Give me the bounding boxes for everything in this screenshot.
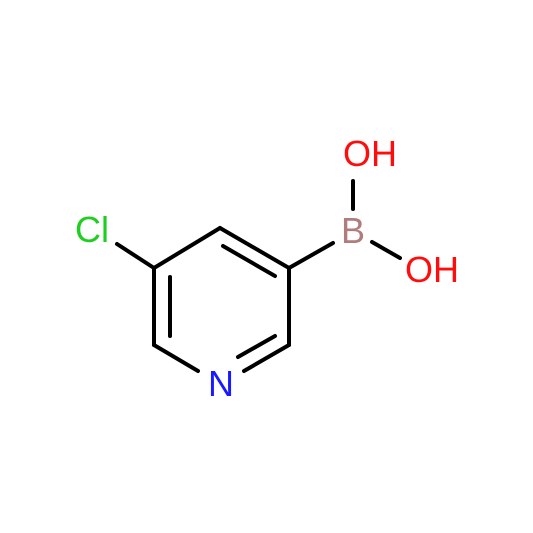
bond-c2-n bbox=[242, 343, 291, 373]
bond-c3-b bbox=[287, 241, 335, 270]
bond-c5-cl bbox=[115, 242, 156, 270]
bond-c2-n-inner bbox=[236, 334, 277, 359]
bond-n-c6 bbox=[152, 343, 200, 373]
atom-hydroxyl-top-label: OH bbox=[343, 133, 397, 174]
atom-nitrogen-label: N bbox=[208, 363, 234, 404]
bond-b-o-right bbox=[370, 240, 402, 260]
atom-boron-label: B bbox=[341, 210, 365, 251]
bond-c4-c3-inner bbox=[221, 244, 277, 278]
atom-chlorine-label: Cl bbox=[75, 209, 109, 250]
bond-c5-c4 bbox=[152, 226, 222, 270]
bond-c4-c3 bbox=[218, 226, 291, 270]
atom-hydroxyl-right-label: OH bbox=[405, 249, 459, 290]
